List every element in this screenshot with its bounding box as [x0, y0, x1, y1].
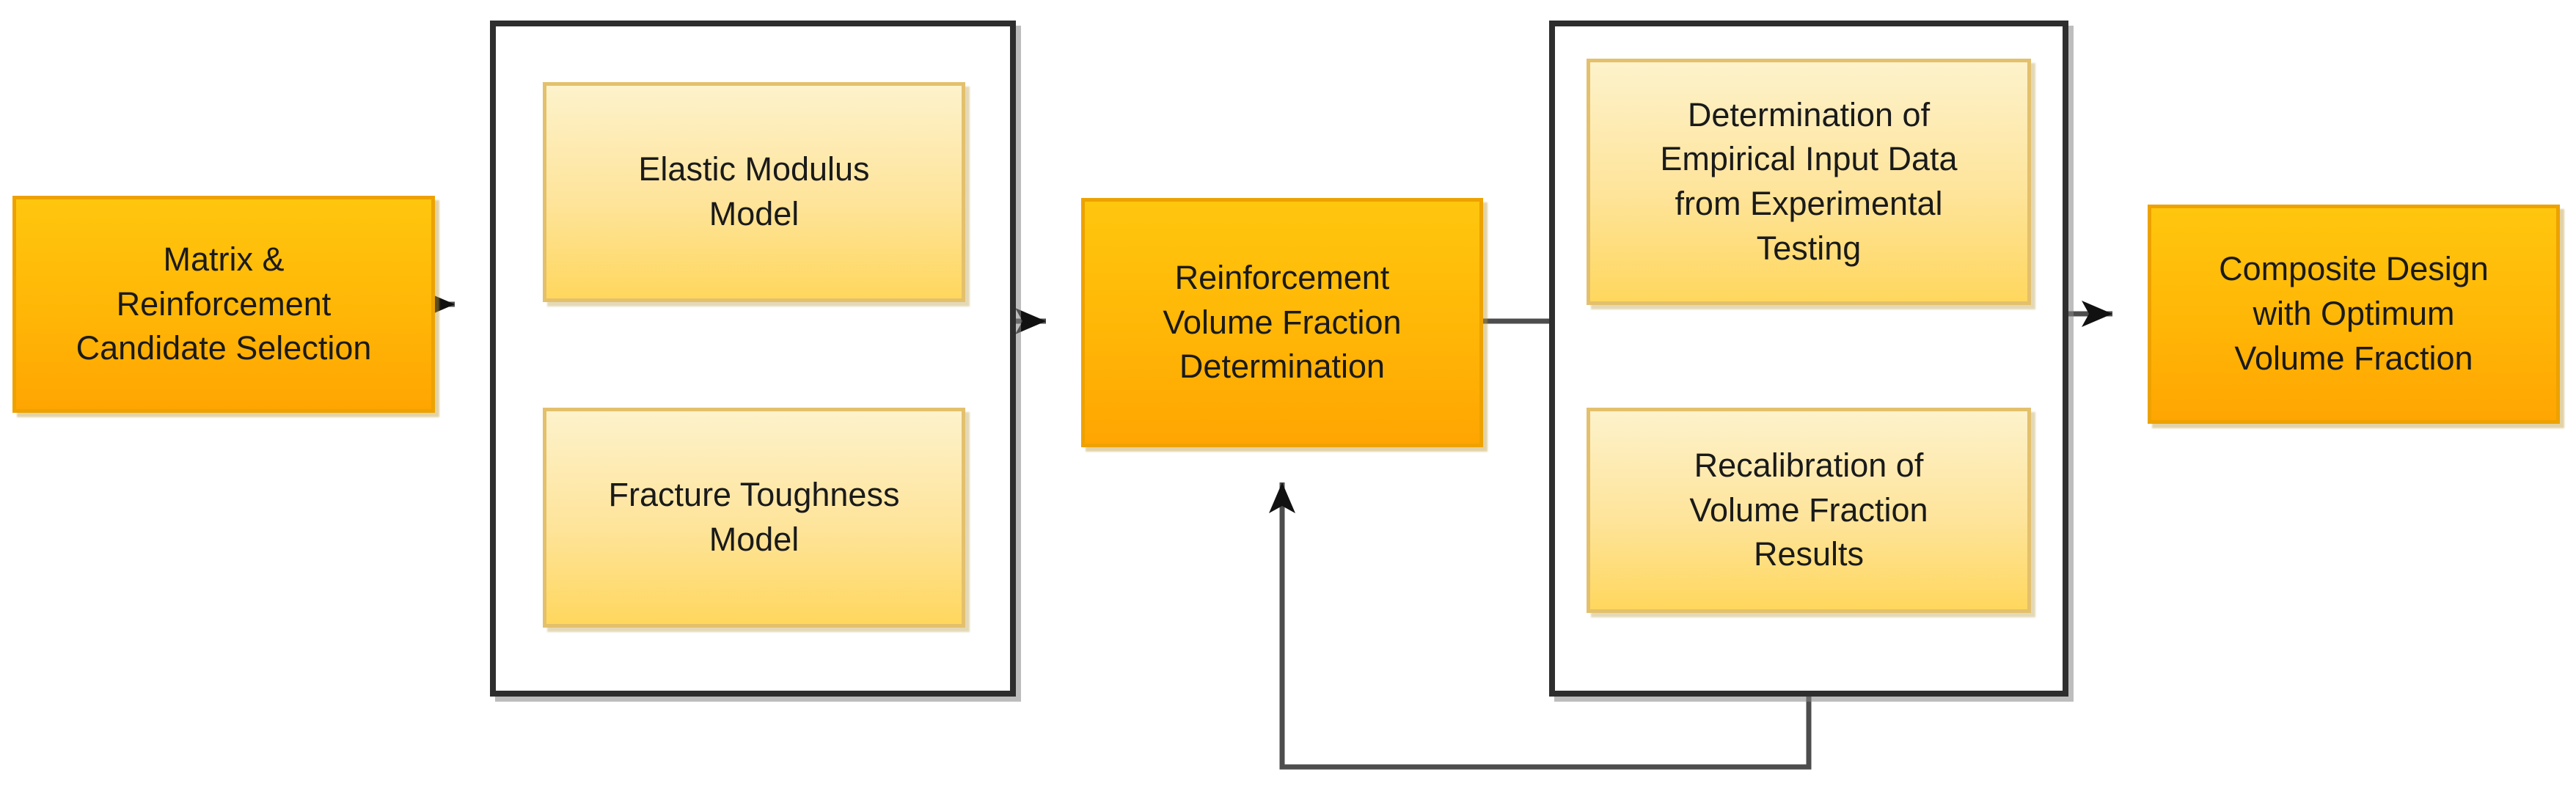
node-fracture-toughness-model-label: Fracture Toughness Model [608, 476, 900, 558]
node-empirical-input-data-label: Determination of Empirical Input Data fr… [1660, 95, 1958, 267]
node-recalibration-results: Recalibration of Volume Fraction Results [1587, 408, 2031, 613]
node-empirical-input-data: Determination of Empirical Input Data fr… [1587, 59, 2031, 305]
node-reinforcement-volume-fraction-label: Reinforcement Volume Fraction Determinat… [1163, 258, 1402, 386]
node-fracture-toughness-model: Fracture Toughness Model [543, 408, 965, 628]
node-matrix-candidate-selection: Matrix & Reinforcement Candidate Selecti… [12, 196, 435, 413]
node-reinforcement-volume-fraction: Reinforcement Volume Fraction Determinat… [1081, 198, 1483, 447]
node-recalibration-results-label: Recalibration of Volume Fraction Results [1689, 446, 1928, 573]
node-composite-design-optimum-label: Composite Design with Optimum Volume Fra… [2219, 250, 2489, 377]
node-elastic-modulus-model-label: Elastic Modulus Model [638, 150, 870, 232]
node-matrix-candidate-selection-label: Matrix & Reinforcement Candidate Selecti… [76, 240, 372, 367]
node-composite-design-optimum: Composite Design with Optimum Volume Fra… [2148, 205, 2560, 424]
node-elastic-modulus-model: Elastic Modulus Model [543, 82, 965, 302]
